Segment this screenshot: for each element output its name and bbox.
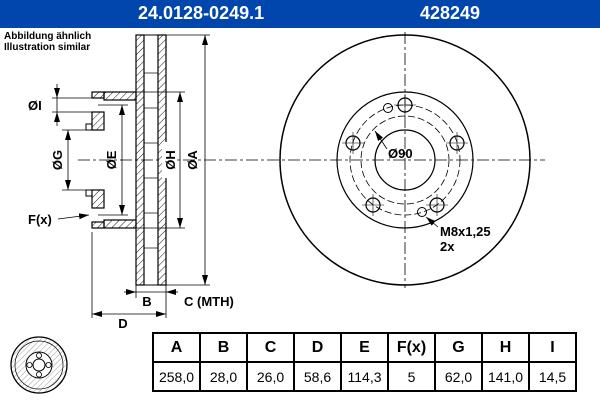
dimension-table-wrap: A B C D E F(x) G H I 258,0 28,0 26,0 58,… xyxy=(152,332,577,392)
col-value-a: 258,0 xyxy=(152,361,201,392)
front-view xyxy=(279,34,531,286)
col-value-b: 28,0 xyxy=(199,361,248,392)
dim-label-dia-i: ØI xyxy=(28,98,42,113)
dim-label-dia-a: ØA xyxy=(185,150,200,170)
dim-label-dia-h: ØH xyxy=(163,150,178,170)
col-value-fx: 5 xyxy=(387,361,436,392)
col-value-d: 58,6 xyxy=(293,361,342,392)
dim-label-c-mth: C (MTH) xyxy=(184,294,234,309)
col-header-b: B xyxy=(199,332,248,363)
col-header-e: E xyxy=(340,332,389,363)
note-line-de: Abbildung ähnlich xyxy=(4,31,92,42)
disc-thumbnail xyxy=(10,336,68,394)
bolt-hole-ticks xyxy=(342,94,468,216)
label-thread-qty: 2x xyxy=(440,239,455,254)
thumbnail-bolt-holes xyxy=(26,352,52,378)
dim-label-d: D xyxy=(118,316,127,331)
col-value-h: 141,0 xyxy=(481,361,530,392)
similarity-note: Abbildung ähnlich Illustration similar xyxy=(4,31,91,53)
col-header-a: A xyxy=(152,332,201,363)
col-value-e: 114,3 xyxy=(340,361,389,392)
centerlines xyxy=(78,32,545,288)
technical-drawing: ØA ØH ØE ØG ØI F(x) B C (MTH) D Ø90 M8x1… xyxy=(28,32,545,331)
dim-label-dia-e: ØE xyxy=(104,150,119,169)
label-thread-size: M8x1,25 xyxy=(440,224,491,239)
col-header-h: H xyxy=(481,332,530,363)
vane-lines xyxy=(144,72,158,249)
table-header-row: A B C D E F(x) G H I xyxy=(152,332,577,363)
drawing-labels: ØA ØH ØE ØG ØI F(x) B C (MTH) D Ø90 M8x1… xyxy=(28,98,491,331)
thread-holes xyxy=(383,103,427,217)
part-number: 24.0128-0249.1 xyxy=(138,3,265,23)
table-value-row: 258,0 28,0 26,0 58,6 114,3 5 62,0 141,0 … xyxy=(152,361,577,392)
label-backing xyxy=(162,142,177,178)
col-header-fx: F(x) xyxy=(387,332,436,363)
col-value-i: 14,5 xyxy=(528,361,577,392)
dim-label-b: B xyxy=(142,294,151,309)
label-bolt-circle-dia: Ø90 xyxy=(388,146,413,161)
col-value-c: 26,0 xyxy=(246,361,295,392)
header-bar: 24.0128-0249.1 428249 xyxy=(0,0,600,28)
dimension-table: A B C D E F(x) G H I 258,0 28,0 26,0 58,… xyxy=(152,332,577,392)
col-header-d: D xyxy=(293,332,342,363)
col-header-c: C xyxy=(246,332,295,363)
col-header-g: G xyxy=(434,332,483,363)
reference-number: 428249 xyxy=(420,3,481,23)
col-header-i: I xyxy=(528,332,577,363)
dim-label-dia-g: ØG xyxy=(50,150,65,170)
note-line-en: Illustration similar xyxy=(4,42,91,53)
dimension-lines xyxy=(52,34,439,318)
dim-label-f-x: F(x) xyxy=(28,212,52,227)
col-value-g: 62,0 xyxy=(434,361,483,392)
